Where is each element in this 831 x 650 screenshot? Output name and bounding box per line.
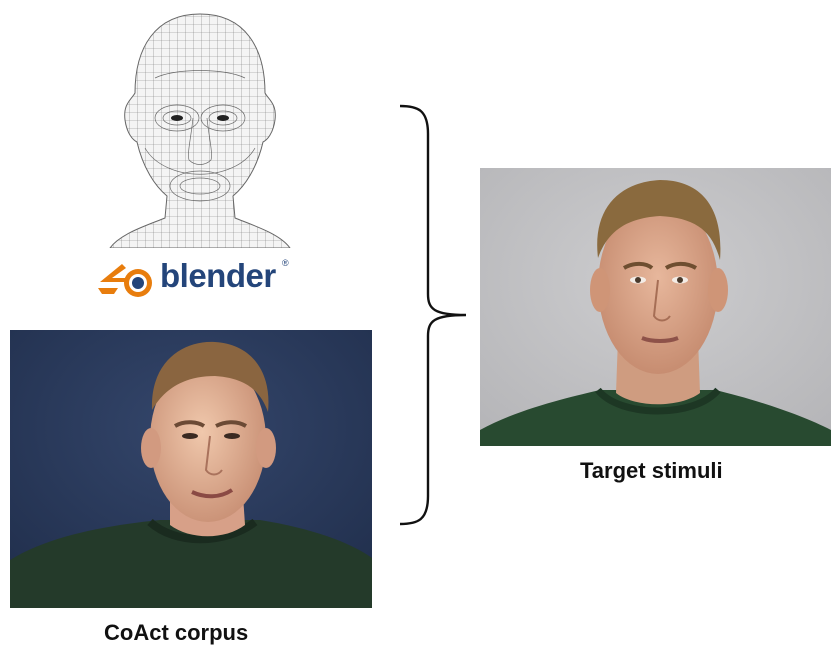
curly-brace-connector bbox=[396, 104, 468, 526]
avatar-render-icon bbox=[480, 168, 831, 446]
caption-coact-corpus: CoAct corpus bbox=[104, 620, 249, 645]
registered-mark: ® bbox=[282, 258, 289, 268]
blender-logo: blender ® bbox=[96, 256, 296, 298]
wireframe-head-icon bbox=[109, 13, 291, 249]
target-avatar-render bbox=[480, 168, 831, 446]
blender-logo-icon bbox=[98, 264, 152, 297]
wireframe-head-image bbox=[105, 8, 295, 249]
curly-brace-icon bbox=[399, 104, 467, 526]
coact-actor-photo bbox=[10, 330, 372, 608]
actor-photo-icon bbox=[10, 330, 372, 608]
caption-target-stimuli: Target stimuli bbox=[580, 458, 723, 483]
blender-wordmark: blender bbox=[160, 257, 276, 294]
